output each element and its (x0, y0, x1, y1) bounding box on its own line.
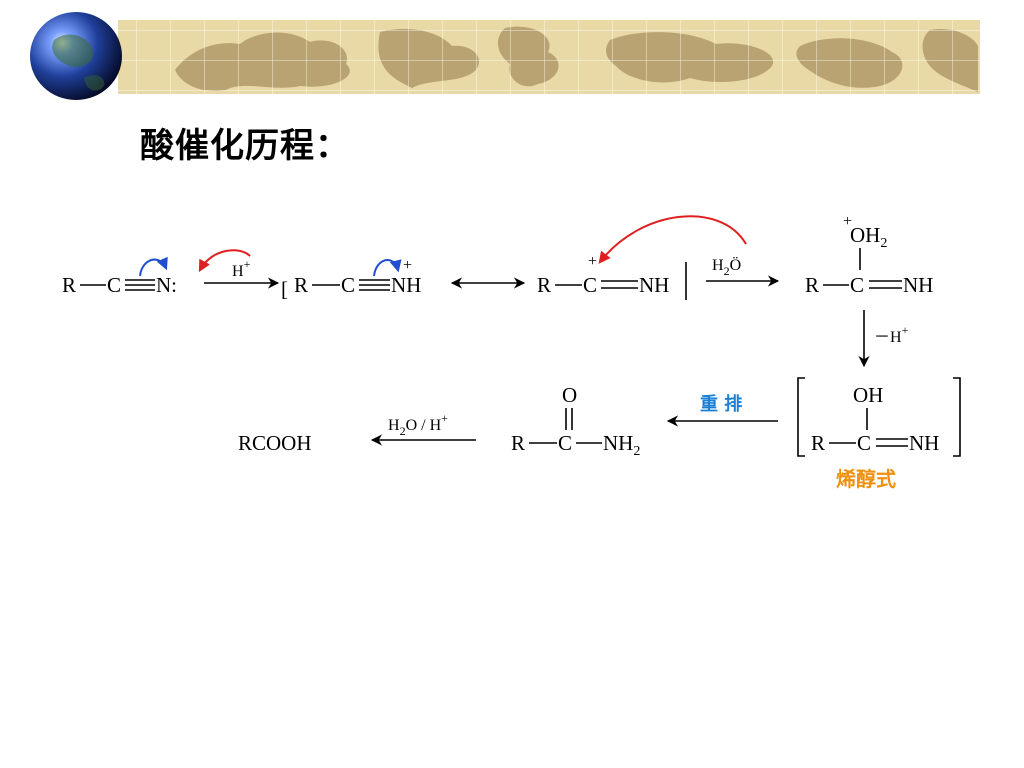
amide-nh2: NH2 (603, 431, 640, 459)
protonated-a-r: R (294, 273, 308, 297)
world-map-icon (118, 20, 980, 94)
amide-structure: O R C NH2 (511, 383, 640, 459)
protonated-b-c: C (583, 273, 597, 297)
blue-curved-arrow (139, 256, 168, 277)
water-adduct-c: C (850, 273, 864, 297)
globe-icon (30, 12, 122, 100)
protonated-b-nh: NH (639, 273, 669, 297)
enol-label: 烯醇式 (836, 467, 896, 491)
amide-o: O (562, 383, 577, 407)
enol-r: R (811, 431, 825, 455)
svg-text:[: [ (281, 277, 288, 301)
carboxylic-acid: RCOOH (238, 431, 312, 455)
protonated-a-charge: + (403, 257, 412, 274)
step3-reagent: －H+ (874, 323, 909, 346)
blue-curved-arrow-2 (373, 259, 402, 277)
enol-oh: OH (853, 383, 883, 407)
amide-c: C (558, 431, 572, 455)
amide-r: R (511, 431, 525, 455)
rearrangement-label: 重 排 (700, 393, 742, 415)
water-adduct-oh: OH2 (850, 223, 887, 251)
nitrile-structure: R C N: (62, 256, 177, 297)
red-curved-arrow-2 (598, 215, 747, 264)
protonated-nitrile-a: R C NH + (294, 257, 421, 297)
red-curved-arrow (198, 249, 251, 273)
enol-structure: OH R C NH (811, 383, 939, 455)
protonated-a-c: C (341, 273, 355, 297)
nitrile-n: N: (156, 273, 177, 297)
water-adduct-r: R (805, 273, 819, 297)
water-adduct-charge: + (843, 213, 852, 230)
protonated-b-charge: + (588, 253, 597, 270)
header-banner (30, 12, 980, 100)
slide-title: 酸催化历程： (140, 126, 350, 166)
nitrile-r: R (62, 273, 76, 297)
protonated-nitrile-b: R C + NH (537, 253, 669, 297)
enol-c: C (857, 431, 871, 455)
step5-reagent: H2O / H+ (388, 411, 448, 438)
step1-reagent: H+ (232, 257, 251, 280)
protonated-a-nh: NH (391, 273, 421, 297)
nitrile-c: C (107, 273, 121, 297)
water-adduct: + OH2 R C NH (805, 213, 933, 297)
enol-nh: NH (909, 431, 939, 455)
water-adduct-nh: NH (903, 273, 933, 297)
step2-reagent: H2Ö (712, 256, 741, 278)
protonated-b-r: R (537, 273, 551, 297)
